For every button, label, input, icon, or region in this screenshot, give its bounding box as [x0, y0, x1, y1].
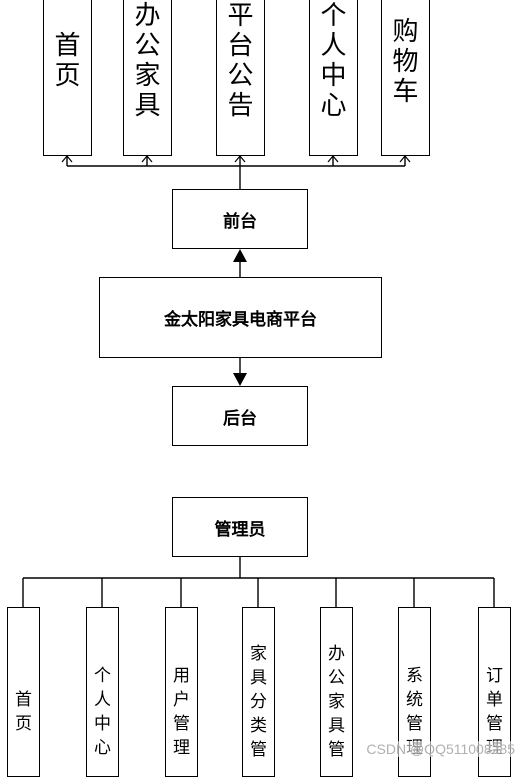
frontend-module-cart: 购 物 车: [381, 0, 430, 156]
frontend-module-label: 首 页: [54, 31, 81, 91]
frontend-module-announcements: 平 台 公 告: [216, 0, 265, 156]
frontend-module-label: 个 人 中 心: [320, 1, 347, 121]
backend-module-label: 首 页: [15, 690, 32, 734]
frontend-module-label: 平 台 公 告: [227, 1, 254, 121]
backend-node: 后台: [172, 386, 308, 446]
backend-module-label: 办 公 家 具 管: [328, 644, 345, 760]
frontend-module-home: 首 页: [43, 0, 92, 156]
admin-node: 管理员: [172, 497, 308, 557]
platform-node: 金太阳家具电商平台: [99, 277, 382, 358]
frontend-module-label: 办 公 家 具: [134, 1, 161, 121]
backend-label: 后台: [223, 408, 257, 429]
backend-module-home: 首 页: [7, 607, 40, 777]
backend-module-label: 家 具 分 类 管: [250, 644, 267, 760]
backend-module-office-furniture: 办 公 家 具 管: [320, 607, 353, 777]
backend-module-user-management: 用 户 管 理: [165, 607, 198, 777]
frontend-label: 前台: [223, 211, 257, 232]
watermark: CSDN @QQ511008285: [366, 741, 515, 757]
platform-label: 金太阳家具电商平台: [164, 310, 317, 330]
backend-module-label: 用 户 管 理: [173, 666, 190, 758]
backend-module-furniture-category: 家 具 分 类 管: [242, 607, 275, 777]
frontend-module-office-furniture: 办 公 家 具: [123, 0, 172, 156]
frontend-node: 前台: [172, 189, 308, 249]
frontend-module-label: 购 物 车: [392, 17, 419, 107]
admin-label: 管理员: [214, 519, 266, 540]
backend-module-personal-center: 个 人 中 心: [86, 607, 119, 777]
backend-module-label: 个 人 中 心: [94, 666, 111, 758]
frontend-module-personal-center: 个 人 中 心: [309, 0, 358, 156]
